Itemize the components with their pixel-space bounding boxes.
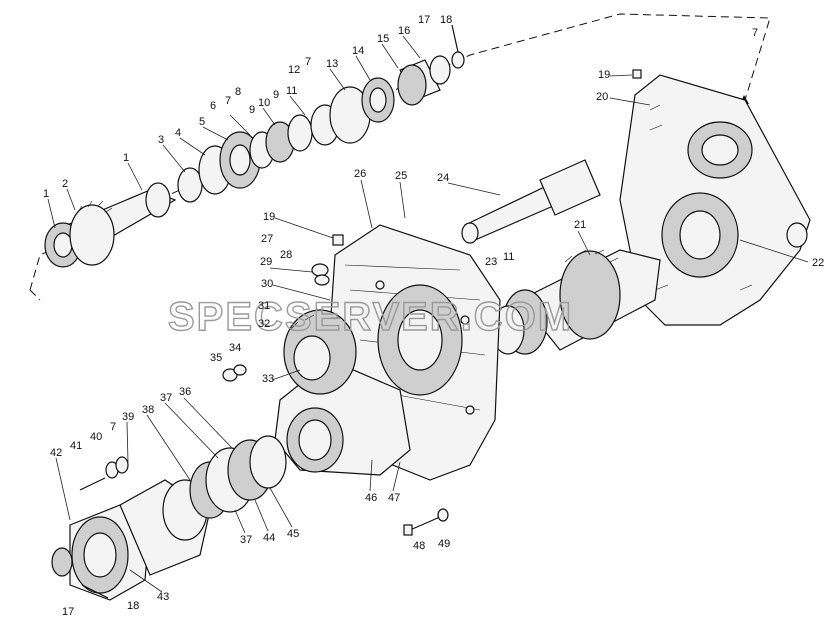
front-cover — [274, 309, 411, 476]
input-shaft-assembly — [44, 182, 177, 268]
callout-29: 29 — [260, 256, 272, 268]
callout-42: 42 — [50, 447, 62, 459]
callout-37a: 37 — [160, 392, 172, 404]
callout-7c: 7 — [752, 27, 758, 39]
callout-32: 32 — [258, 318, 270, 330]
callout-18a: 18 — [440, 14, 452, 26]
callout-9b: 9 — [273, 89, 279, 101]
small-fasteners — [222, 69, 642, 382]
callout-39: 39 — [122, 411, 134, 423]
callout-20: 20 — [596, 91, 608, 103]
callout-7a: 7 — [225, 95, 231, 107]
callout-14: 14 — [352, 45, 364, 57]
upper-bearing-stack — [177, 24, 465, 203]
callout-21: 21 — [574, 219, 586, 231]
callout-4: 4 — [175, 127, 181, 139]
callout-17b: 17 — [62, 606, 74, 618]
callout-49: 49 — [438, 538, 450, 550]
callout-35: 35 — [210, 352, 222, 364]
callout-15: 15 — [377, 33, 389, 45]
callout-43: 43 — [157, 591, 169, 603]
intermediate-shaft — [461, 159, 601, 244]
callout-26: 26 — [354, 168, 366, 180]
callout-3: 3 — [158, 134, 164, 146]
bolt-48-49 — [403, 508, 449, 536]
callout-37b: 37 — [240, 534, 252, 546]
callout-45: 45 — [287, 528, 299, 540]
callout-19b: 19 — [263, 211, 275, 223]
callout-8: 8 — [235, 86, 241, 98]
callout-33: 33 — [262, 373, 274, 385]
assembly-dashed-line-left — [29, 289, 41, 301]
callout-19a: 19 — [598, 69, 610, 81]
callout-25: 25 — [395, 170, 407, 182]
callout-labels: 1 2 1 3 4 5 6 7 8 9 10 9 11 12 7 13 14 1… — [43, 14, 824, 618]
callout-11a: 11 — [286, 85, 297, 97]
leader-lines — [47, 35, 809, 593]
callout-38: 38 — [142, 404, 154, 416]
callout-11b: 11 — [503, 251, 514, 263]
callout-1: 1 — [43, 188, 49, 200]
callout-27: 27 — [261, 233, 273, 245]
callout-36: 36 — [179, 386, 191, 398]
callout-18b: 18 — [127, 600, 139, 612]
callout-44: 44 — [263, 532, 275, 544]
callout-40: 40 — [90, 431, 102, 443]
callout-47: 47 — [388, 492, 400, 504]
callout-16: 16 — [398, 25, 410, 37]
callout-22: 22 — [812, 257, 824, 269]
callout-10: 10 — [258, 97, 270, 109]
callout-13: 13 — [326, 58, 338, 70]
callout-2: 2 — [62, 178, 68, 190]
callout-24: 24 — [437, 172, 449, 184]
callout-30: 30 — [261, 278, 273, 290]
callout-1b: 1 — [123, 152, 129, 164]
callout-6: 6 — [210, 100, 216, 112]
callout-7d: 7 — [110, 421, 116, 433]
callout-34: 34 — [229, 342, 241, 354]
callout-17a: 17 — [418, 14, 430, 26]
callout-46: 46 — [365, 492, 377, 504]
callout-41: 41 — [70, 440, 82, 452]
callout-5: 5 — [199, 116, 205, 128]
callout-48: 48 — [413, 540, 425, 552]
callout-31: 31 — [258, 300, 270, 312]
callout-28: 28 — [280, 249, 292, 261]
watermark-text: SPECSERVER.COM — [168, 295, 573, 339]
callout-9a: 9 — [249, 104, 255, 116]
callout-12: 12 — [288, 64, 300, 76]
callout-7b: 7 — [305, 56, 311, 68]
callout-23: 23 — [485, 256, 497, 268]
assembly-dashed-line-top — [29, 13, 771, 291]
right-housing — [619, 74, 811, 326]
output-gear-shaft — [491, 249, 661, 355]
lower-flange-assembly — [51, 435, 287, 601]
